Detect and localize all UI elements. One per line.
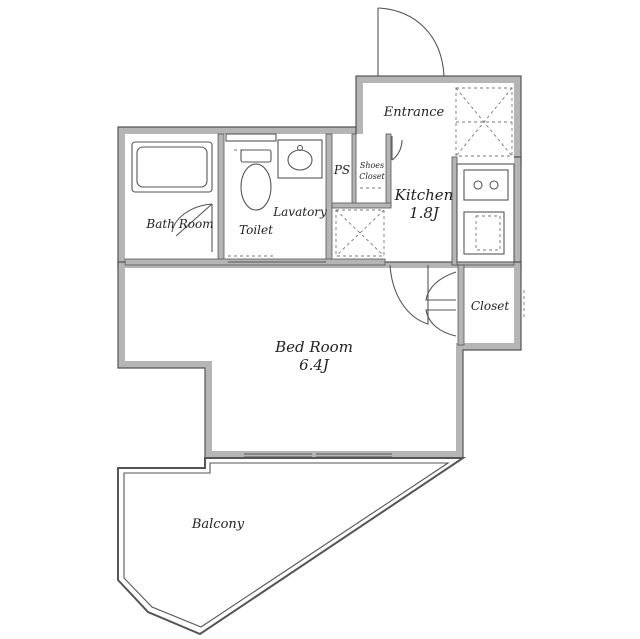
lavatory-door[interactable] xyxy=(391,136,403,161)
bathtub xyxy=(131,141,213,193)
label-shoes-closet-2: Closet xyxy=(359,172,385,181)
label-shoes-closet-1: Shoes xyxy=(360,161,384,170)
label-toilet: Toilet xyxy=(239,223,273,237)
wall-ps-shoes xyxy=(351,133,357,207)
bath-door[interactable] xyxy=(171,203,213,252)
label-kitchen-size: 1.8J xyxy=(409,204,440,222)
lavatory-sink-counter xyxy=(277,139,323,179)
lavatory-faucet xyxy=(296,144,304,152)
label-bath-room: Bath Room xyxy=(145,217,213,231)
wall-closet-left xyxy=(457,264,465,346)
stove-burner-left xyxy=(473,180,483,190)
label-bed-room-size: 6.4J xyxy=(299,356,330,374)
kitchen-sink xyxy=(463,211,505,255)
entrance-door[interactable] xyxy=(377,7,445,77)
bathtub-inner xyxy=(136,146,208,188)
bath-door-leaf xyxy=(175,203,213,237)
lavatory-shelf xyxy=(225,133,277,142)
label-entrance: Entrance xyxy=(383,105,445,120)
wall-under-ps xyxy=(331,202,392,209)
storage-x2 xyxy=(335,209,385,257)
stove-burner-right xyxy=(489,180,499,190)
closet-door[interactable] xyxy=(425,271,457,337)
toilet-bowl xyxy=(240,163,272,211)
label-kitchen: Kitchen xyxy=(394,186,454,204)
bedroom-door[interactable] xyxy=(389,264,429,325)
wall-kitchen-cabinet xyxy=(451,156,458,266)
label-lavatory: Lavatory xyxy=(272,205,327,219)
toilet-tank xyxy=(240,149,272,163)
wall-shoes-right xyxy=(385,133,392,207)
label-balcony: Balcony xyxy=(191,517,245,532)
wall-lav-ps xyxy=(325,133,333,263)
wall-balcony xyxy=(117,457,467,636)
wall-bath-toilet xyxy=(217,133,225,263)
room-labels: Entrance Kitchen 1.8J PS Shoes Closet Ba… xyxy=(145,105,509,532)
storage-box xyxy=(335,209,385,257)
fixtures xyxy=(131,7,525,458)
stove xyxy=(463,169,509,201)
kitchen-sink-dash xyxy=(475,215,501,251)
storage-x1 xyxy=(335,209,385,257)
entrance-storage-x2 xyxy=(455,87,513,157)
kitchen-counter xyxy=(456,163,515,263)
floor-bedroom xyxy=(125,268,514,451)
floor-balcony xyxy=(123,462,450,628)
label-ps: PS xyxy=(333,163,350,177)
label-bed-room: Bed Room xyxy=(274,338,353,356)
label-closet: Closet xyxy=(471,299,510,313)
